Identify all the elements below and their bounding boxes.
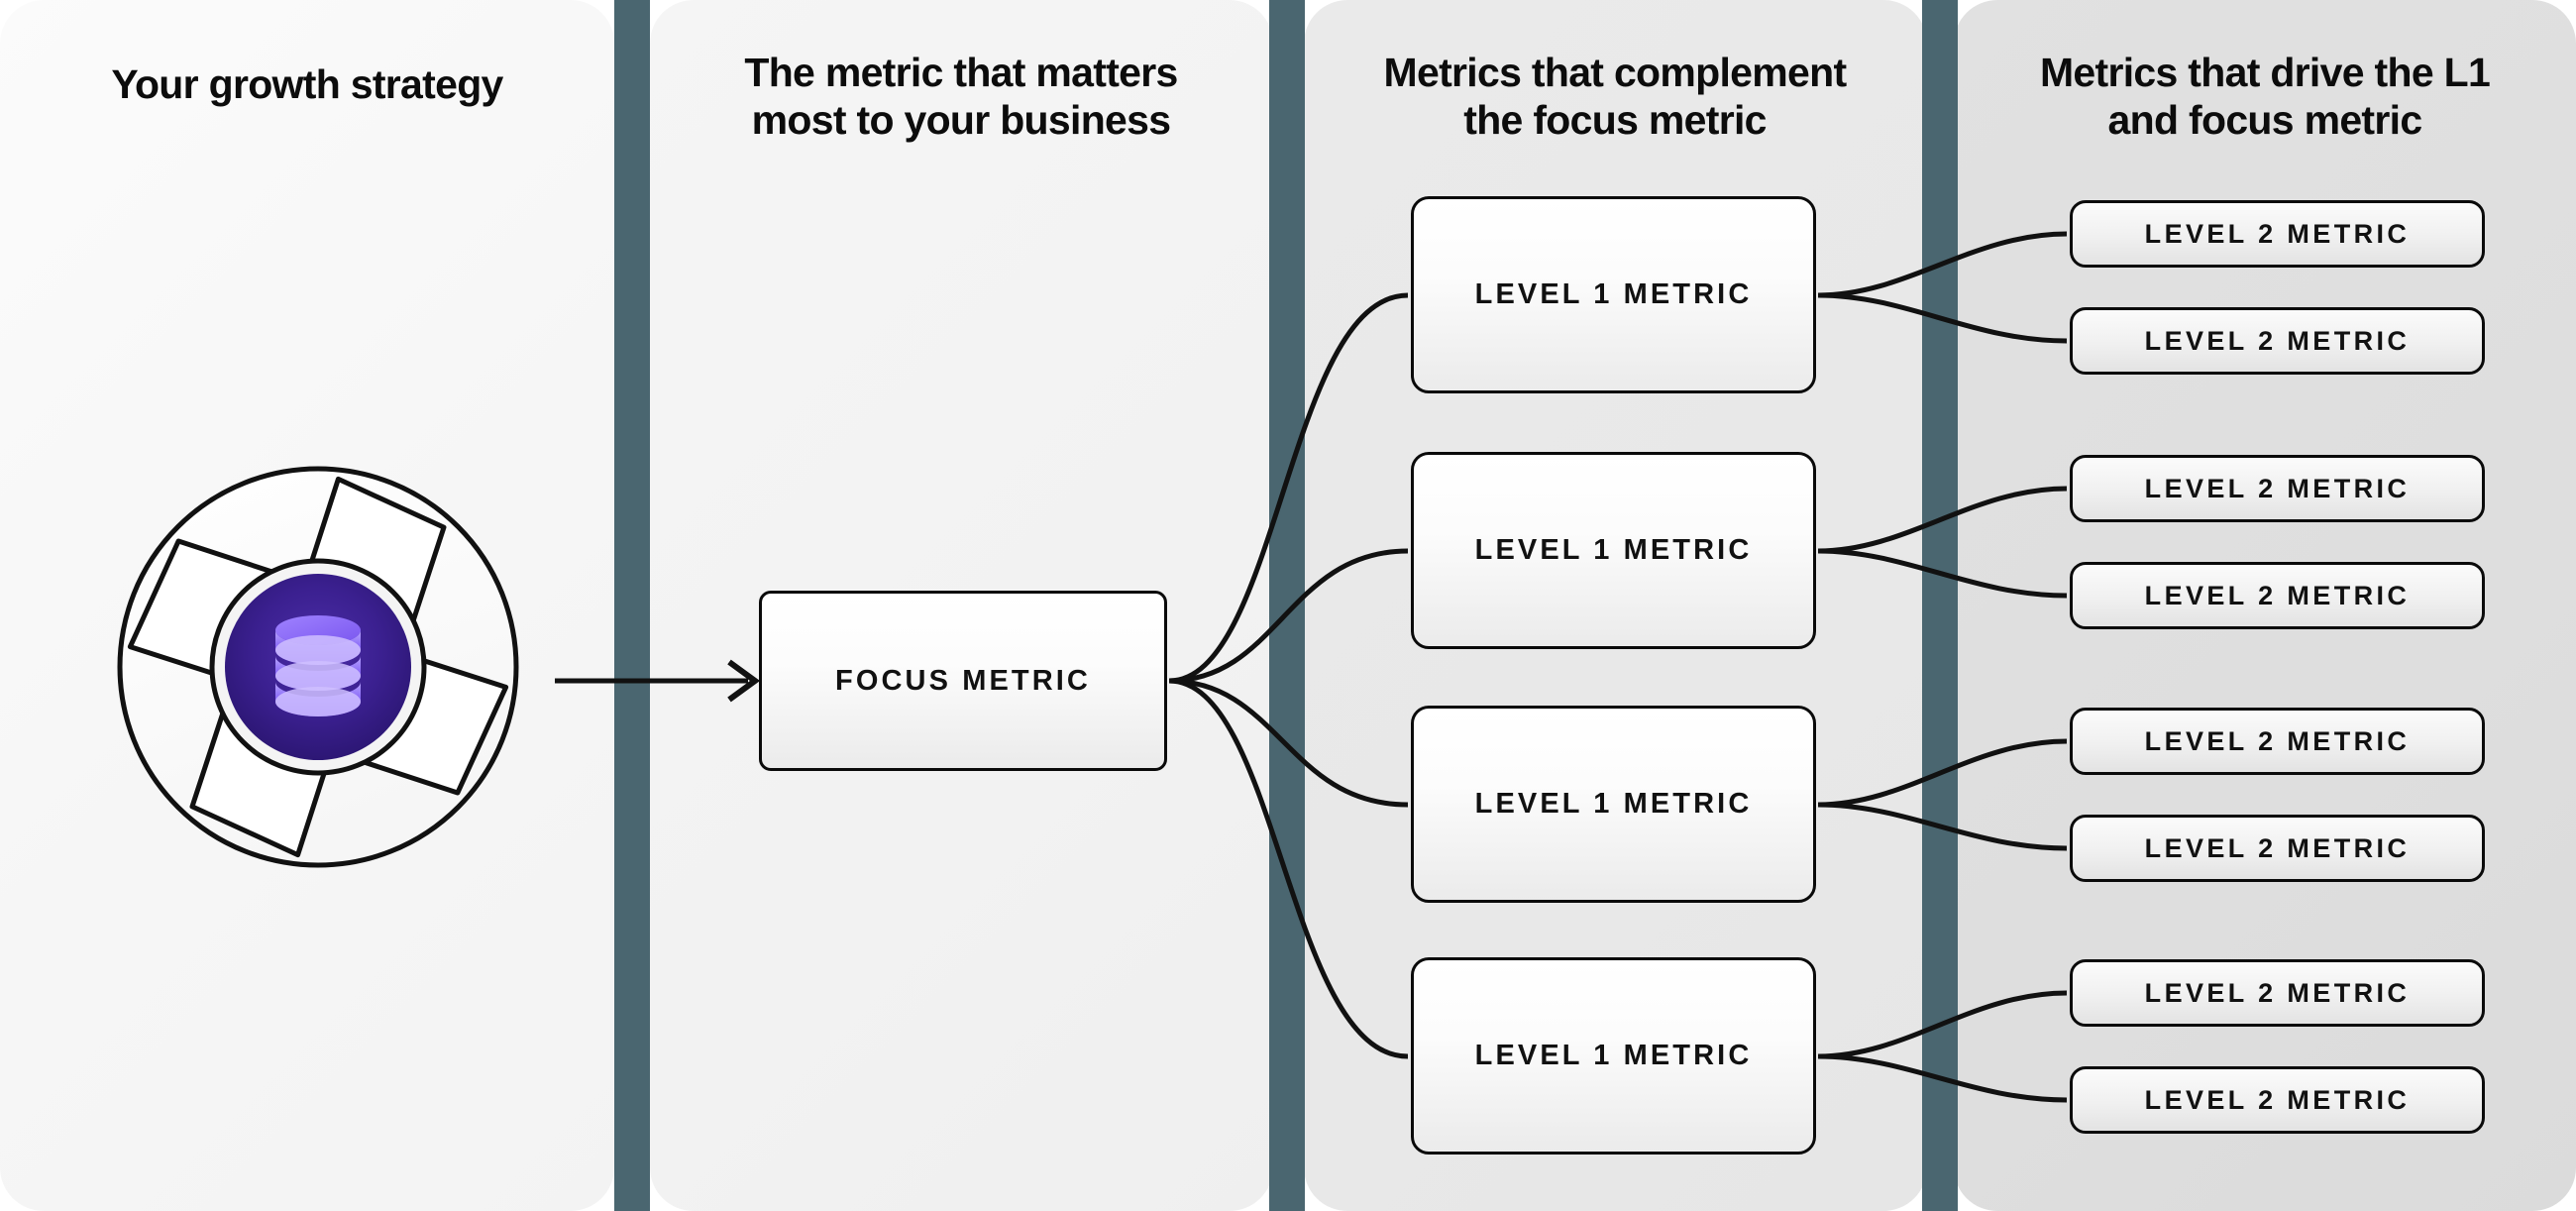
node-level2-metric-1-label: LEVEL 2 METRIC xyxy=(2144,218,2411,249)
node-level2-metric-5-label: LEVEL 2 METRIC xyxy=(2144,725,2411,756)
column-header-level1-line1: Metrics that complement xyxy=(1383,50,1848,95)
column-header-focus: The metric that matters most to your bus… xyxy=(684,50,1238,144)
column-header-level2-line2: and focus metric xyxy=(2107,96,2423,143)
node-level2-metric-3-label: LEVEL 2 METRIC xyxy=(2144,473,2411,503)
node-level1-metric-4[interactable]: LEVEL 1 METRIC xyxy=(1411,957,1816,1155)
node-level1-metric-2-label: LEVEL 1 METRIC xyxy=(1474,534,1753,566)
node-level2-metric-8[interactable]: LEVEL 2 METRIC xyxy=(2070,1066,2485,1134)
node-level2-metric-7[interactable]: LEVEL 2 METRIC xyxy=(2070,959,2485,1027)
column-header-level2-line1: Metrics that drive the L1 xyxy=(2039,50,2491,95)
node-level1-metric-2[interactable]: LEVEL 1 METRIC xyxy=(1411,452,1816,649)
node-level2-metric-1[interactable]: LEVEL 2 METRIC xyxy=(2070,200,2485,268)
node-level2-metric-7-label: LEVEL 2 METRIC xyxy=(2144,977,2411,1008)
database-glyph xyxy=(275,615,361,716)
node-level2-metric-8-label: LEVEL 2 METRIC xyxy=(2144,1084,2411,1115)
node-level1-metric-1[interactable]: LEVEL 1 METRIC xyxy=(1411,196,1816,393)
node-level2-metric-5[interactable]: LEVEL 2 METRIC xyxy=(2070,708,2485,775)
node-level1-metric-1-label: LEVEL 1 METRIC xyxy=(1474,278,1753,310)
node-focus-metric-label: FOCUS METRIC xyxy=(835,664,1091,697)
node-level2-metric-2[interactable]: LEVEL 2 METRIC xyxy=(2070,307,2485,375)
column-divider-3 xyxy=(1922,0,1958,1211)
node-level1-metric-3[interactable]: LEVEL 1 METRIC xyxy=(1411,706,1816,903)
aperture-database-icon xyxy=(117,466,519,868)
node-focus-metric[interactable]: FOCUS METRIC xyxy=(759,591,1167,771)
column-divider-1 xyxy=(614,0,650,1211)
column-header-strategy-line1: Your growth strategy xyxy=(111,61,503,107)
node-level1-metric-3-label: LEVEL 1 METRIC xyxy=(1474,788,1753,820)
column-header-focus-line2: most to your business xyxy=(751,96,1171,143)
node-level2-metric-6-label: LEVEL 2 METRIC xyxy=(2144,832,2411,863)
node-level2-metric-6[interactable]: LEVEL 2 METRIC xyxy=(2070,815,2485,882)
column-header-level1-line2: the focus metric xyxy=(1463,96,1767,143)
node-level2-metric-2-label: LEVEL 2 METRIC xyxy=(2144,325,2411,356)
node-level2-metric-4[interactable]: LEVEL 2 METRIC xyxy=(2070,562,2485,629)
column-header-level2: Metrics that drive the L1 and focus metr… xyxy=(1982,50,2548,144)
column-header-level1: Metrics that complement the focus metric xyxy=(1333,50,1897,144)
column-header-focus-line1: The metric that matters xyxy=(744,50,1178,95)
column-divider-2 xyxy=(1269,0,1305,1211)
column-header-strategy: Your growth strategy xyxy=(40,61,575,109)
node-level2-metric-4-label: LEVEL 2 METRIC xyxy=(2144,580,2411,610)
node-level1-metric-4-label: LEVEL 1 METRIC xyxy=(1474,1040,1753,1071)
node-level2-metric-3[interactable]: LEVEL 2 METRIC xyxy=(2070,455,2485,522)
